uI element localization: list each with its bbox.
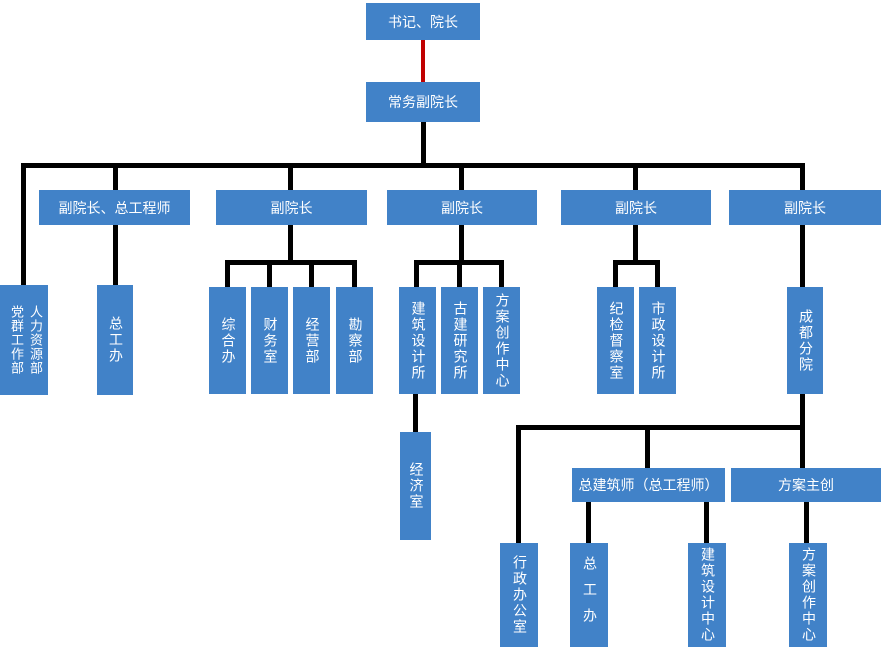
org-node-label: 纪检督察室 xyxy=(607,300,624,381)
drop-caiwushi xyxy=(267,260,272,287)
org-node-jianzhu-shejisuo: 建筑设计所 xyxy=(399,287,436,394)
edge-zjzs-jzsj-zhongxin xyxy=(704,502,709,543)
org-node-jingyingbu: 经营部 xyxy=(293,287,330,394)
org-node-label: 副院长 xyxy=(784,200,826,217)
org-node-label: 方案主创 xyxy=(778,478,834,494)
drop-fangan-chuangzuo-1 xyxy=(499,260,504,287)
drop-gujian-yanjiusuo xyxy=(457,260,462,287)
drop-jianzhu-shejisuo xyxy=(414,260,419,287)
drop-zongheban xyxy=(225,260,230,287)
org-node-kanchabu: 勘察部 xyxy=(336,287,373,394)
org-node-changwu-fuyuanzhang: 常务副院长 xyxy=(366,82,480,122)
bus-fu2 xyxy=(225,260,357,265)
edge-fu2-stem xyxy=(288,225,293,263)
org-node-shuji-yuanzhang: 书记、院长 xyxy=(366,3,480,40)
org-node-label: 总工办 xyxy=(581,556,598,634)
org-node-fangan-chuangzuo-1: 方案创作中心 xyxy=(483,287,520,394)
drop-xingzheng-bangongshi xyxy=(516,425,521,543)
org-node-label: 副院长 xyxy=(615,200,657,217)
org-node-zongheban: 综合办 xyxy=(209,287,246,394)
org-node-label: 副院长、总工程师 xyxy=(58,200,171,217)
org-node-label: 经济室 xyxy=(407,462,424,510)
org-node-label: 勘察部 xyxy=(346,316,363,365)
org-node-label: 市政设计所 xyxy=(649,300,666,381)
edge-fu3-stem xyxy=(459,225,464,263)
drop-to-fuyuanzhang-3 xyxy=(459,163,464,190)
org-node-chengdu-fenyuan: 成都分院 xyxy=(787,287,823,394)
edge-zjzs-zonggongban2 xyxy=(586,502,591,543)
org-node-label: 综合办 xyxy=(219,316,236,365)
org-node-label: 副院长 xyxy=(270,200,313,217)
edge-jianzhusuo-jingjishi xyxy=(413,394,418,432)
edge-changwu-stem xyxy=(421,122,426,165)
drop-to-fuyuanzhang-5 xyxy=(800,163,805,190)
bus-chengdu xyxy=(516,425,805,430)
org-node-dangqun-renli: 党群工作部人力资源部 xyxy=(0,285,48,395)
org-node-label: 方案创作中心 xyxy=(493,292,510,389)
edge-fu5-chengdu xyxy=(800,225,805,287)
drop-to-dangqun-renli xyxy=(21,163,26,287)
org-node-label: 总工办 xyxy=(107,316,124,364)
org-node-label: 建筑设计中心 xyxy=(699,547,716,643)
org-node-label: 建筑设计所 xyxy=(409,300,426,381)
org-node-label: 人力资源部 xyxy=(26,305,42,375)
drop-jingyingbu xyxy=(309,260,314,287)
drop-zongjianzhushi xyxy=(645,425,650,468)
org-node-fuyuanzhang-5: 副院长 xyxy=(729,190,881,225)
org-node-zongjianzhushi: 总建筑师（总工程师） xyxy=(572,468,725,502)
org-node-label: 古建研究所 xyxy=(451,300,468,381)
org-node-label: 副院长 xyxy=(441,200,483,217)
org-node-fuyuanzhang-2: 副院长 xyxy=(216,190,367,225)
edge-fazc-faczzx xyxy=(804,502,809,543)
org-node-label: 总建筑师（总工程师） xyxy=(578,478,719,494)
org-node-xingzheng-bangongshi: 行政办公室 xyxy=(500,543,538,647)
org-node-fuyuanzhang-zgcs: 副院长、总工程师 xyxy=(39,190,190,225)
drop-to-fuyuanzhang-2 xyxy=(288,163,293,190)
org-node-jijian-duchashi: 纪检督察室 xyxy=(597,287,634,394)
edge-zgcs-zonggongban xyxy=(113,225,118,287)
drop-jijian-duchashi xyxy=(613,260,618,287)
org-node-zonggongban-1: 总工办 xyxy=(97,285,133,395)
org-node-shizheng-shejisuo: 市政设计所 xyxy=(639,287,676,394)
main-horizontal-bus xyxy=(21,163,805,168)
org-node-jingjishi: 经济室 xyxy=(400,432,431,540)
drop-shizheng-shejisuo xyxy=(655,260,660,287)
org-node-label: 财务室 xyxy=(261,316,278,365)
org-node-label: 行政办公室 xyxy=(511,555,528,635)
org-node-label: 成都分院 xyxy=(797,308,814,373)
org-node-fuyuanzhang-3: 副院长 xyxy=(387,190,537,225)
org-node-gujian-yanjiusuo: 古建研究所 xyxy=(441,287,478,394)
edge-fu4-stem xyxy=(633,225,638,263)
org-node-fangan-chuangzuo-2: 方案创作中心 xyxy=(789,543,827,647)
org-node-fangan-zhuchuang: 方案主创 xyxy=(731,468,881,502)
org-node-label: 书记、院长 xyxy=(388,14,458,31)
org-node-caiwushi: 财务室 xyxy=(251,287,288,394)
drop-fangan-zhuchuang xyxy=(800,425,805,468)
org-node-fuyuanzhang-4: 副院长 xyxy=(561,190,711,225)
org-node-jianzhu-sheji-zhongxin: 建筑设计中心 xyxy=(688,543,726,647)
edge-chengdu-stem xyxy=(800,394,805,430)
org-node-label: 经营部 xyxy=(303,316,320,365)
org-node-zonggongban-2: 总工办 xyxy=(570,543,608,647)
org-node-label: 常务副院长 xyxy=(388,95,458,111)
drop-kanchabu xyxy=(352,260,357,287)
edge-shuji-changwu-red xyxy=(421,40,425,82)
org-node-label: 党群工作部 xyxy=(8,305,23,375)
drop-to-fuyuanzhang-4 xyxy=(633,163,638,190)
drop-to-fuyuanzhang-zgcs xyxy=(113,163,118,190)
bus-fu4 xyxy=(613,260,660,265)
org-node-label: 方案创作中心 xyxy=(800,547,817,643)
